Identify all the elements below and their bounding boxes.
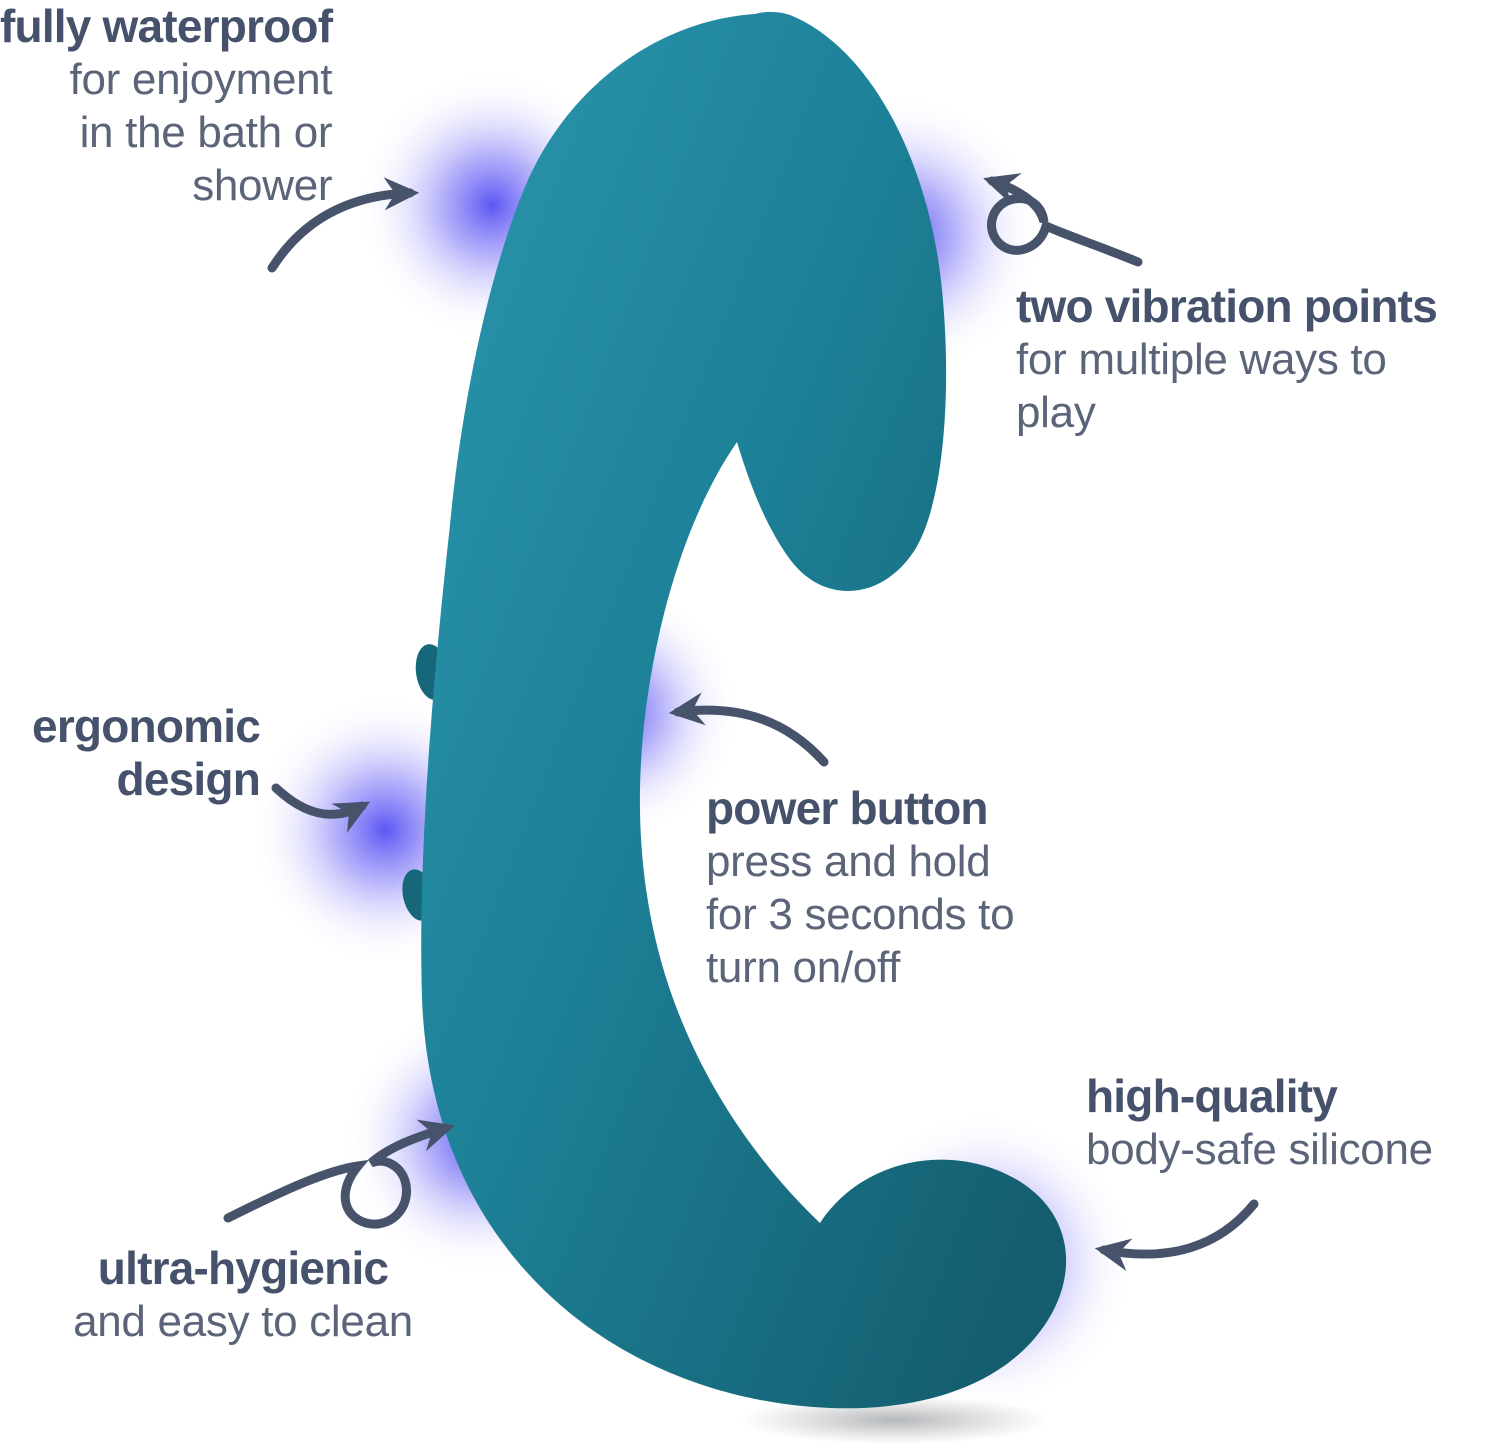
arrow-two-vibration-points [983, 173, 1143, 267]
annotation-desc-line: for enjoyment [69, 55, 333, 104]
annotation-desc-line: turn on/off [706, 943, 901, 992]
annotation-arrows [223, 173, 1259, 1272]
annotation-desc-line: shower [192, 161, 333, 210]
product-shadow [740, 1396, 1050, 1444]
annotation-power-button: power button press and hold for 3 second… [706, 782, 1136, 994]
annotation-desc-line: body-safe silicone [1086, 1125, 1433, 1174]
arrow-power-button [668, 692, 829, 767]
annotation-desc-line: play [1016, 388, 1096, 437]
annotation-high-quality: high-quality body-safe silicone [1086, 1070, 1500, 1176]
annotation-desc-line: for 3 seconds to [706, 890, 1015, 939]
product-body [421, 11, 1067, 1409]
annotation-desc-line: for multiple ways to [1016, 335, 1387, 384]
annotation-title: ultra-hygienic [97, 1242, 389, 1294]
annotation-title: high-quality [1086, 1070, 1338, 1122]
annotation-title: two vibration points [1016, 280, 1438, 332]
annotation-title-line: ergonomic [32, 700, 261, 752]
annotation-desc-line: and easy to clean [73, 1297, 413, 1346]
annotation-two-vibration-points: two vibration points for multiple ways t… [1016, 280, 1496, 439]
annotation-desc-line: press and hold [706, 837, 991, 886]
annotation-ultra-hygienic: ultra-hygienic and easy to clean [28, 1242, 458, 1348]
annotation-desc-line: in the bath or [79, 108, 333, 157]
arrow-high-quality [1094, 1199, 1259, 1272]
annotation-title: fully waterproof [0, 0, 333, 52]
annotation-title: power button [706, 782, 988, 834]
annotation-ergonomic-design: ergonomic design [0, 700, 261, 806]
annotation-title-line: design [116, 753, 261, 805]
annotation-fully-waterproof: fully waterproof for enjoyment in the ba… [0, 0, 333, 212]
arrow-ultra-hygienic [223, 1119, 455, 1229]
arrow-ergonomic-design [271, 783, 371, 833]
arrow-fully-waterproof [267, 177, 420, 273]
